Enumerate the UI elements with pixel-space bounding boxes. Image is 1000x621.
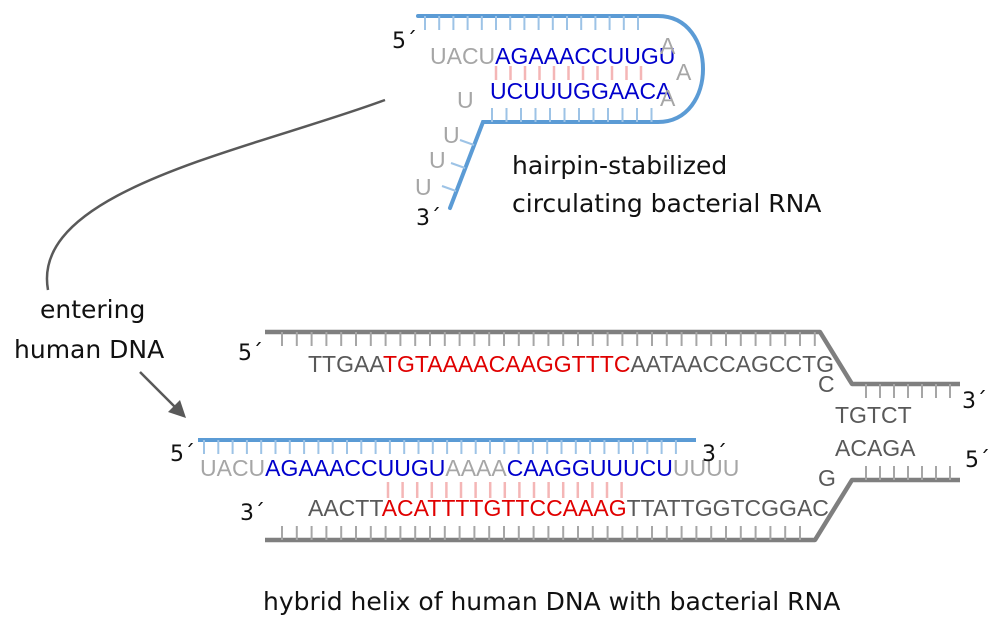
entering-connector: entering human DNA [14,98,386,418]
dna-bottom-ticks [281,526,801,540]
dna-top-right-ticks [865,384,951,398]
dna-bottom-seg2: ACATTTTGTTCCAAAG [382,495,627,521]
hairpin-top-gray: UACU [430,43,495,69]
hairpin-label-line2: circulating bacterial RNA [512,189,821,218]
dna-top-sequence: TTGAATGTAAAACAAGGTTTCAATAACCAGCCTG [308,351,834,377]
dna-top-seg3: AATAACCAGCCTG [630,351,834,377]
entering-label-line2: human DNA [14,335,164,364]
dna-top-fork-base: C [818,371,835,397]
hairpin-tail-base-4: U [415,174,432,200]
rna-three-prime: 3´ [702,442,727,467]
rna-seg5: UUUU [673,455,739,481]
hairpin-loop-base-2: A [676,59,692,85]
rna-ticks [203,440,677,454]
dna-bottom-five-prime: 5´ [965,448,990,473]
dna-top-three-prime: 3´ [962,389,987,414]
rna-five-prime: 5´ [170,442,195,467]
fork-top-sequence: TGTCT [835,402,912,428]
hairpin-tail-base-2: U [443,122,460,148]
dna-bottom-three-prime: 3´ [240,501,265,526]
dna-bottom-right-ticks [865,466,951,480]
dna-top-seg1: TTGAA [308,351,385,377]
entering-label-line1: entering [40,295,145,324]
rna-seg2: AGAAACCUUGU [265,455,445,481]
hairpin-tail-tick [441,185,457,192]
hybrid-caption: hybrid helix of human DNA with bacterial… [263,587,840,616]
hairpin-top-sequence: UACUAGAAACCUUGU [430,43,675,69]
hybrid-helix: 5´ TTGAATGTAAAACAAGGTTTCAATAACCAGCCTG C … [170,329,990,616]
hairpin-tail-base-3: U [429,147,446,173]
hairpin-tail-tick [450,162,466,169]
hairpin-top-ticks [424,16,639,30]
dna-top-ticks [281,332,816,346]
hairpin-top-blue: AGAAACCUUGU [495,43,675,69]
hybrid-base-pair-lines [386,482,623,498]
rna-seg1: UACU [200,455,265,481]
dna-top-backbone [265,329,960,387]
dna-bottom-seg1: AACTT [308,495,383,521]
fork-bottom-sequence: ACAGA [835,435,916,461]
dna-bottom-seg3: TTATTGGTCGGAC [627,495,829,521]
hairpin-bottom-ticks [491,108,653,122]
hairpin-bottom-sequence: UCUUUGGAACA [490,78,672,104]
curved-connector-line [45,98,386,291]
dna-bottom-backbone [265,477,960,543]
rna-seg4: CAAGGUUUCU [507,455,673,481]
dna-bottom-fork-base: G [818,465,836,491]
hairpin-loop-base-3: A [660,85,676,111]
hairpin-loop-base-1: A [660,33,676,59]
hairpin-base-pair-lines [494,66,643,80]
entering-arrow-line [139,371,179,411]
rna-seg3: AAAA [445,455,507,481]
hairpin-tail-base-1: U [457,87,474,113]
dna-bottom-sequence: AACTTACATTTTGTTCCAAAGTTATTGGTCGGAC [308,495,829,521]
dna-top-five-prime: 5´ [238,341,263,366]
hairpin-label-line1: hairpin-stabilized [512,151,727,180]
arrow-head-icon [168,400,186,418]
hairpin-tail-ticks [441,139,475,192]
dna-top-seg2: TGTAAAACAAGGTTTC [383,351,630,377]
hairpin-structure: 5´ UACUAGAAACCUUGU UCUUUGGAACA A A A U U… [392,14,821,231]
hairpin-three-prime: 3´ [416,206,441,231]
hairpin-tail-tick [459,139,475,146]
hairpin-backbone [416,14,705,210]
hairpin-five-prime: 5´ [392,29,417,54]
rna-sequence: UACUAGAAACCUUGUAAAACAAGGUUUCUUUUU [200,455,739,481]
